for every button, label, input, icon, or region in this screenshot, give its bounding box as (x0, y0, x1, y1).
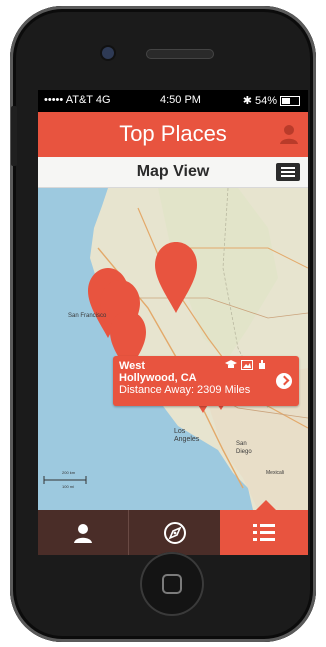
home-square-icon (162, 574, 182, 594)
callout-icons (225, 360, 267, 370)
scale-label-km: 200 km (62, 470, 76, 475)
camera-dot (102, 47, 114, 59)
user-icon (74, 523, 92, 543)
coffee-cup-icon (259, 360, 265, 369)
profile-button[interactable] (278, 123, 300, 150)
map-label-san-francisco: San Francisco (68, 313, 107, 319)
speaker-slot (146, 49, 214, 59)
battery-area: ✱ 54% (243, 94, 300, 107)
callout-distance: Distance Away: 2309 Miles (119, 384, 251, 396)
page-title: Top Places (119, 121, 227, 146)
status-bar: ••••• AT&T 4G 4:50 PM ✱ 54% (38, 90, 308, 112)
picture-icon (241, 360, 253, 370)
map-label-san-diego: San Diego (236, 441, 252, 455)
user-icon (280, 125, 298, 144)
callout-line-2: Hollywood, CA (119, 372, 197, 384)
phone-frame: ••••• AT&T 4G 4:50 PM ✱ 54% Top Places M… (10, 6, 316, 642)
list-icon (253, 523, 275, 541)
view-title: Map View (136, 163, 210, 180)
tab-profile[interactable] (38, 510, 128, 555)
map-view[interactable]: San Francisco Los Angeles San Diego Mexi… (38, 188, 308, 510)
tab-bar (38, 500, 308, 555)
signal-text: ••••• AT&T 4G (44, 94, 111, 106)
status-time: 4:50 PM (160, 94, 201, 106)
side-button (11, 106, 17, 166)
battery-percent: 54% (254, 94, 277, 107)
graduation-cap-icon (225, 360, 237, 368)
callout-arrow-button[interactable] (276, 373, 292, 389)
map-label-mexicali: Mexicali (266, 470, 285, 476)
map-canvas (38, 188, 308, 510)
compass-icon (164, 521, 186, 544)
home-button[interactable] (140, 552, 204, 616)
bluetooth-icon: ✱ (242, 95, 252, 107)
map-label-los-angeles: Los Angeles (174, 428, 200, 443)
callout-line-1: West (119, 360, 146, 372)
scale-label-mi: 100 mi (62, 484, 75, 489)
menu-button[interactable] (276, 163, 300, 181)
sub-header: Map View (38, 157, 308, 188)
tab-list[interactable] (220, 500, 308, 555)
battery-icon (280, 95, 300, 106)
map-pin (155, 242, 197, 313)
tab-explore[interactable] (128, 510, 221, 555)
screen: ••••• AT&T 4G 4:50 PM ✱ 54% Top Places M… (38, 90, 308, 555)
app-header: Top Places (38, 112, 308, 157)
place-callout[interactable]: West Hollywood, CA Distance Away: 2309 M… (113, 356, 299, 406)
